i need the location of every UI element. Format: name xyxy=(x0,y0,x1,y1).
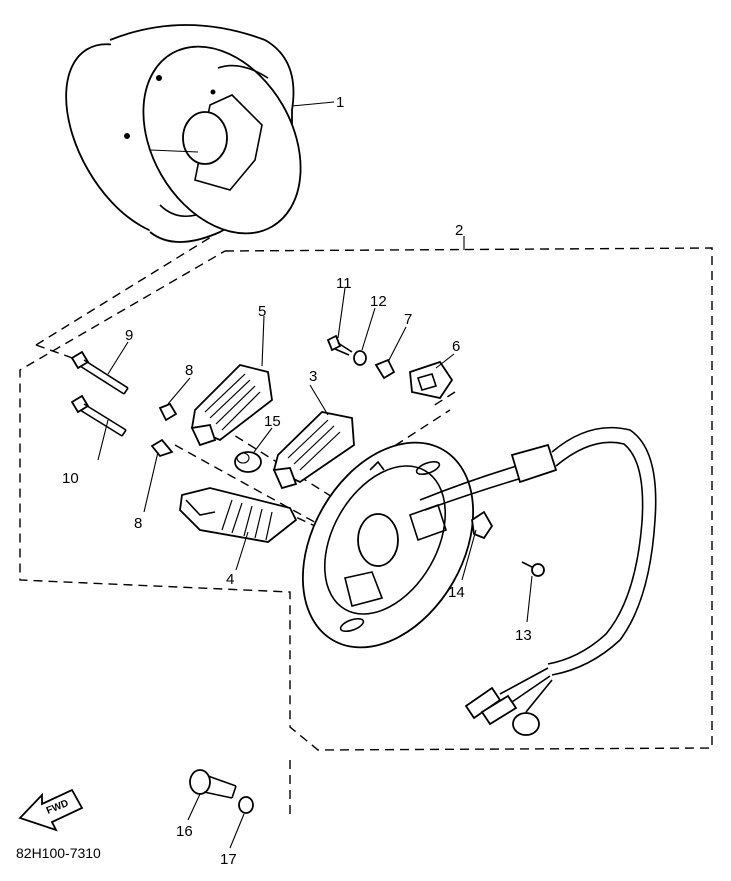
callout-17: 17 xyxy=(220,851,237,868)
screw-13 xyxy=(521,561,545,577)
washer-12 xyxy=(353,350,367,366)
washer-17 xyxy=(238,796,254,814)
callout-2: 2 xyxy=(455,222,463,239)
clamp-8-upper xyxy=(158,402,178,422)
clamp-7 xyxy=(374,358,396,380)
callout-15: 15 xyxy=(264,413,281,430)
wire-harness xyxy=(419,426,657,736)
forward-arrow-icon: FWD xyxy=(18,788,84,832)
callout-9: 9 xyxy=(125,327,133,344)
diagram-code: 82H100-7310 xyxy=(16,845,101,861)
callout-4: 4 xyxy=(226,571,234,588)
callout-11: 11 xyxy=(336,275,352,292)
callout-7: 7 xyxy=(404,311,412,328)
callout-3: 3 xyxy=(309,368,317,385)
callout-5: 5 xyxy=(258,303,266,320)
collar-15 xyxy=(234,451,262,473)
leader-lines xyxy=(97,101,533,849)
callout-1: 1 xyxy=(336,94,344,111)
callout-8-upper: 8 xyxy=(185,362,193,379)
callout-10: 10 xyxy=(62,470,79,487)
bolt-10 xyxy=(70,394,127,437)
bolt-16 xyxy=(189,769,237,799)
callouts: 1 2 3 4 5 6 7 8 8 9 10 11 12 13 14 15 16… xyxy=(62,94,532,868)
callout-13: 13 xyxy=(515,627,532,644)
callout-14: 14 xyxy=(448,584,465,601)
clamp-14 xyxy=(471,510,494,540)
callout-8-lower: 8 xyxy=(134,515,142,532)
clamp-8-lower xyxy=(150,438,174,458)
callout-16: 16 xyxy=(176,823,193,840)
coil-3 xyxy=(272,411,355,490)
flywheel-rotor xyxy=(65,24,302,243)
bolt-9 xyxy=(70,350,129,395)
pickup-6 xyxy=(409,360,454,400)
callout-6: 6 xyxy=(452,338,460,355)
coil-5 xyxy=(190,364,273,447)
coil-4 xyxy=(179,487,298,543)
callout-12: 12 xyxy=(370,293,387,310)
screw-11 xyxy=(326,334,353,356)
stator-plate xyxy=(301,441,475,649)
